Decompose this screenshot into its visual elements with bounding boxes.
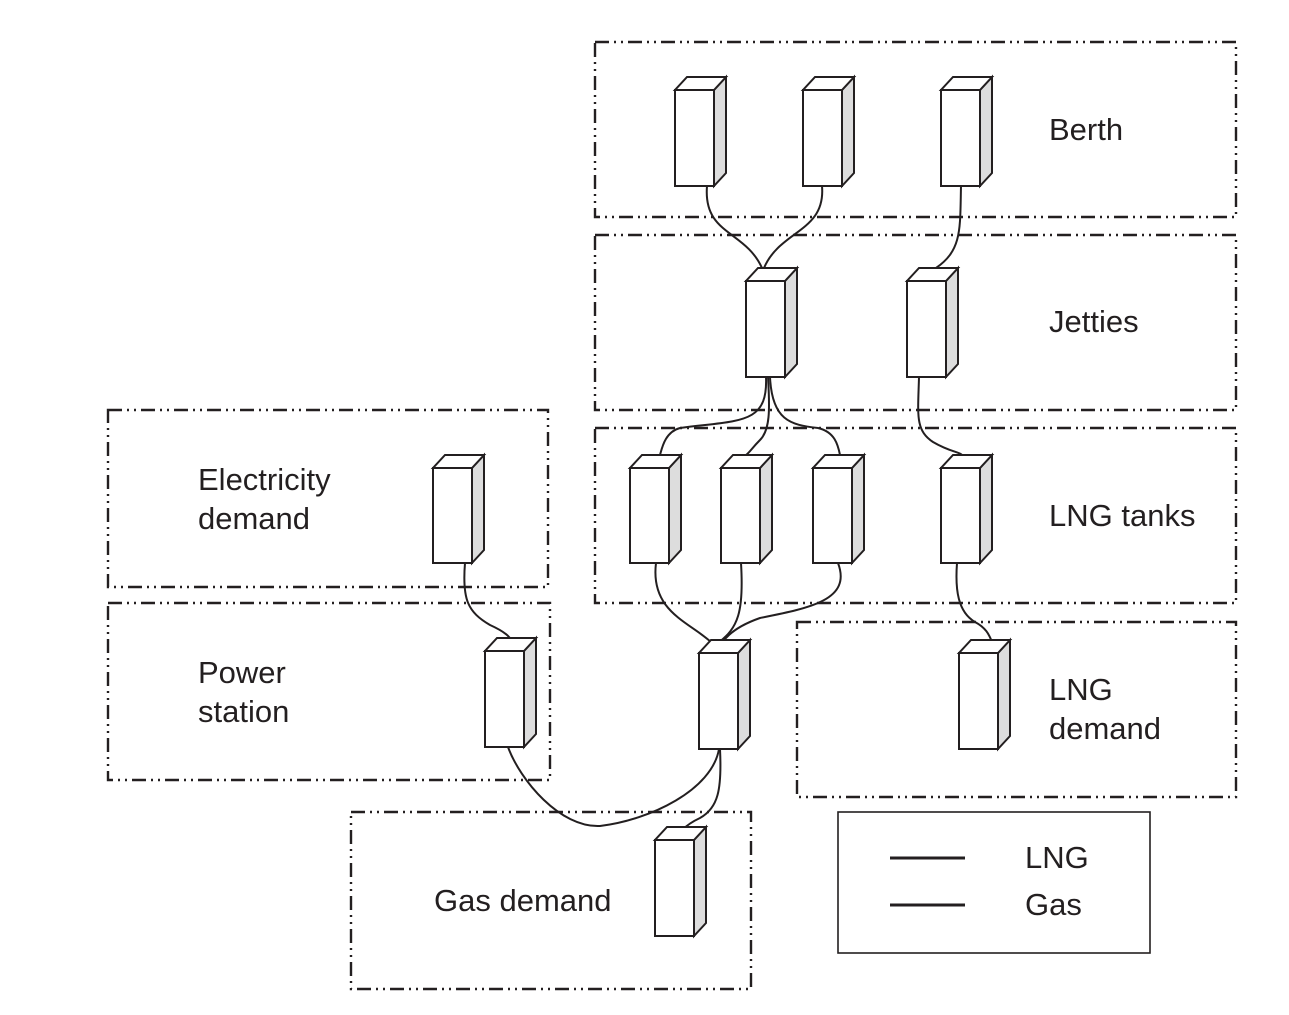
electricity-demand-label-line2: demand <box>198 501 310 536</box>
berth-node-3 <box>938 74 995 189</box>
lng-demand-node <box>956 637 1013 752</box>
jetty-node-1 <box>743 265 800 380</box>
nodes <box>430 74 1013 939</box>
jetty2-to-tank4 <box>917 376 963 456</box>
electricity-demand-label-line1: Electricity <box>198 462 331 497</box>
legend: LNG Gas <box>837 811 1151 954</box>
jetty1-to-tank3 <box>769 376 841 456</box>
regasification-node <box>696 637 753 752</box>
regas-to-power-station <box>507 746 720 828</box>
lng-demand-region <box>795 620 1238 799</box>
gas-demand-node <box>652 824 709 939</box>
berth2-to-jetty1 <box>763 185 824 269</box>
legend-lng-label: LNG <box>1025 840 1089 875</box>
jetties-label: Jetties <box>1049 304 1139 339</box>
power-station-region <box>106 601 552 782</box>
tank4-to-lng-demand <box>955 562 994 644</box>
gas-demand-region <box>349 810 753 991</box>
electricity-demand-region <box>106 408 550 589</box>
lng-demand-label-line1: LNG <box>1049 672 1113 707</box>
jetty-node-2 <box>904 265 961 380</box>
electricity-demand-node <box>430 452 487 566</box>
jetty1-to-tank1 <box>659 376 768 456</box>
lng-tanks-region <box>593 426 1238 605</box>
power-station-node <box>482 635 539 750</box>
power-station-label-line2: station <box>198 694 289 729</box>
jetties-region <box>593 233 1238 412</box>
power-station-label-line1: Power <box>198 655 286 690</box>
berth3-to-jetty2 <box>935 185 962 269</box>
tank2-to-regas <box>717 562 743 644</box>
lng-tank-node-1 <box>627 452 684 566</box>
berth-region <box>593 40 1238 219</box>
lng-tank-node-4 <box>938 452 995 566</box>
legend-box <box>837 811 1151 954</box>
berth-node-2 <box>800 74 857 189</box>
berth1-to-jetty1 <box>705 185 763 269</box>
tank1-to-regas <box>654 562 713 644</box>
region-labels: Berth Jetties LNG tanks Electricity dema… <box>198 112 1195 918</box>
lng-demand-label-line2: demand <box>1049 711 1161 746</box>
gas-demand-label: Gas demand <box>434 883 612 918</box>
lng-tanks-label: LNG tanks <box>1049 498 1195 533</box>
lng-tank-node-2 <box>718 452 775 566</box>
berth-label: Berth <box>1049 112 1123 147</box>
jetty1-to-tank2 <box>745 376 771 456</box>
berth-node-1 <box>672 74 729 189</box>
lng-tank-node-3 <box>810 452 867 566</box>
region-frames <box>106 40 1238 991</box>
legend-gas-label: Gas <box>1025 887 1082 922</box>
tank3-to-regas <box>721 562 842 644</box>
